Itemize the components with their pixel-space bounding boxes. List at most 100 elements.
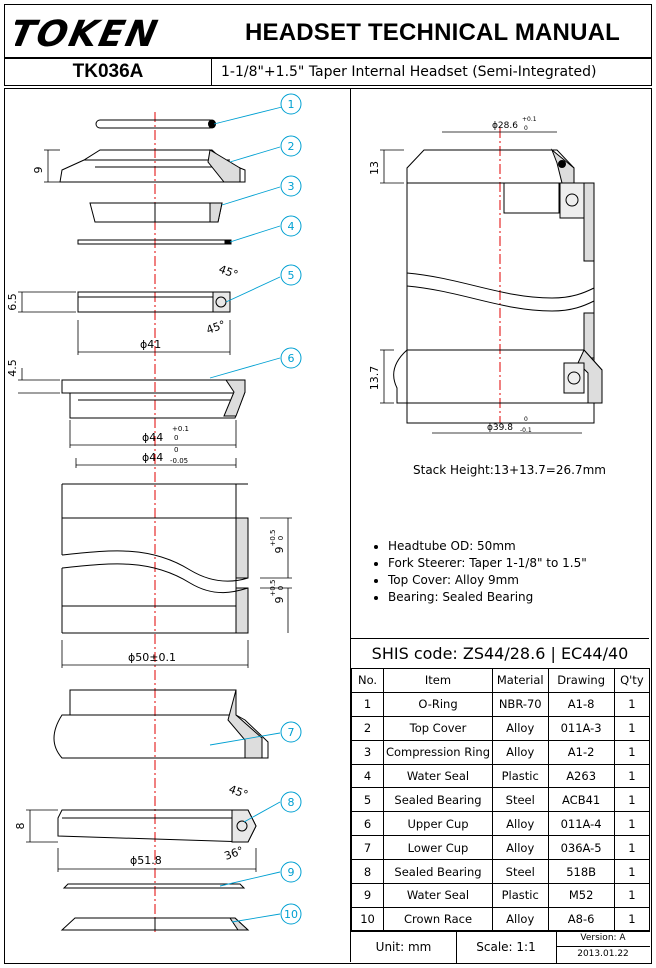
part-sealed-bearing-8 <box>57 809 257 843</box>
svg-text:4: 4 <box>288 220 295 233</box>
left-dimension-texts: 9 6.5 4.5 ϕ41 45° 45° ϕ44 +0.1 0 ϕ44 0 -… <box>6 167 286 868</box>
cell-qty: 1 <box>613 883 651 908</box>
cell-no: 3 <box>350 739 385 765</box>
assembly-top-cover <box>406 149 575 184</box>
cell-qty: 1 <box>613 859 651 885</box>
cell-item: Water Seal <box>383 763 493 789</box>
part-compression-ring <box>89 202 223 223</box>
dim-frame-9-a: 9 <box>273 547 286 554</box>
token-logo: TOKEN <box>15 13 163 53</box>
dim-phi39-8: ϕ39.8 <box>487 423 513 433</box>
model-code: TK036A <box>5 59 212 85</box>
dim-phi28-6-tol-lo: 0 <box>524 125 528 132</box>
part-top-cover <box>59 149 246 183</box>
dim-frame-9-a-tol-up: +0.5 <box>269 530 277 547</box>
cell-item: Water Seal <box>383 883 493 908</box>
part-upper-cup <box>61 379 246 419</box>
cell-item: O-Ring <box>383 691 493 717</box>
dim-frame-9-b: 9 <box>273 597 286 604</box>
callout-10: 10 <box>280 903 302 925</box>
cell-drawing: 011A-3 <box>547 715 615 741</box>
cell-drawing: 011A-4 <box>547 811 615 837</box>
cell-material: Alloy <box>491 739 549 765</box>
cell-qty: 1 <box>613 906 651 932</box>
dim-frame-9-b-tol-lo: 0 <box>277 586 285 590</box>
dim-13-7: 13.7 <box>368 366 381 391</box>
frame-head-tube <box>61 483 249 634</box>
svg-text:7: 7 <box>288 726 295 739</box>
model-row: TK036A 1-1/8"+1.5" Taper Internal Headse… <box>4 58 652 86</box>
cell-drawing: A1-2 <box>547 739 615 765</box>
dim-phi44-a: ϕ44 <box>142 431 163 444</box>
cell-material: NBR-70 <box>491 691 549 717</box>
svg-text:8: 8 <box>288 796 295 809</box>
version-label: Version: A <box>556 931 650 947</box>
cell-no: 7 <box>350 835 385 861</box>
col-no: No. <box>350 668 385 693</box>
angle-45-top: 45° <box>217 263 240 282</box>
cell-qty: 1 <box>613 715 651 741</box>
cell-material: Alloy <box>491 715 549 741</box>
cell-drawing: A263 <box>547 763 615 789</box>
vertical-divider <box>350 88 351 962</box>
callout-4: 4 <box>280 215 302 237</box>
svg-text:1: 1 <box>288 98 295 111</box>
callout-leaders <box>209 106 283 923</box>
svg-text:9: 9 <box>288 866 295 879</box>
angle-45-bottom: 45° <box>205 318 228 337</box>
part-sealed-bearing-5 <box>77 291 231 313</box>
angle-45-lower: 45° <box>227 783 250 802</box>
cell-material: Alloy <box>491 811 549 837</box>
spec-top-cover: Top Cover: Alloy 9mm <box>388 572 587 589</box>
svg-text:10: 10 <box>284 908 298 921</box>
dim-phi39-8-tol-lo: -0.1 <box>520 427 532 434</box>
cell-qty: 1 <box>613 739 651 765</box>
dim-phi44-a-tol-up: +0.1 <box>172 425 189 433</box>
model-description: 1-1/8"+1.5" Taper Internal Headset (Semi… <box>221 64 597 80</box>
left-dimension-lines <box>18 149 292 872</box>
cell-no: 8 <box>350 859 385 885</box>
cell-no: 2 <box>350 715 385 741</box>
dim-4-5: 4.5 <box>6 359 19 377</box>
callout-7: 7 <box>280 721 302 743</box>
cell-qty: 1 <box>613 811 651 837</box>
callout-5: 5 <box>280 264 302 286</box>
spec-headtube: Headtube OD: 50mm <box>388 538 587 555</box>
svg-text:3: 3 <box>288 180 295 193</box>
cell-drawing: A8-6 <box>547 906 615 932</box>
shis-code: SHIS code: ZS44/28.6 | EC44/40 <box>351 638 649 669</box>
dim-phi44-b-tol-up: 0 <box>174 446 178 454</box>
callout-9: 9 <box>280 861 302 883</box>
callout-2: 2 <box>280 135 302 157</box>
spec-bearing: Bearing: Sealed Bearing <box>388 589 587 606</box>
callout-circles: 1 2 3 4 5 6 7 8 9 10 <box>280 93 302 925</box>
dim-phi51-8: ϕ51.8 <box>130 854 162 867</box>
dim-phi39-8-tol-up: 0 <box>524 416 528 423</box>
dim-13: 13 <box>368 161 381 175</box>
svg-text:5: 5 <box>288 269 295 282</box>
header-bar: TOKEN HEADSET TECHNICAL MANUAL <box>4 4 652 58</box>
cell-item: Sealed Bearing <box>383 859 493 885</box>
col-qty: Q'ty <box>613 668 651 693</box>
cell-material: Plastic <box>491 763 549 789</box>
dim-phi44-b-tol-lo: -0.05 <box>170 457 188 465</box>
assembly-section-drawing: ϕ28.6 +0.1 0 13 13.7 ϕ39.8 0 -0.1 <box>368 116 603 434</box>
dim-frame-9-a-tol-lo: 0 <box>277 536 285 540</box>
cell-drawing: 036A-5 <box>547 835 615 861</box>
cell-qty: 1 <box>613 763 651 789</box>
unit-label: Unit: mm <box>351 931 457 963</box>
callout-6: 6 <box>280 347 302 369</box>
svg-text:6: 6 <box>288 352 295 365</box>
stack-height: Stack Height:13+13.7=26.7mm <box>413 463 606 477</box>
dim-phi28-6-tol-up: +0.1 <box>522 116 537 123</box>
dim-phi41: ϕ41 <box>140 338 161 351</box>
spec-list: Headtube OD: 50mm Fork Steerer: Taper 1-… <box>370 538 587 606</box>
cell-no: 6 <box>350 811 385 837</box>
